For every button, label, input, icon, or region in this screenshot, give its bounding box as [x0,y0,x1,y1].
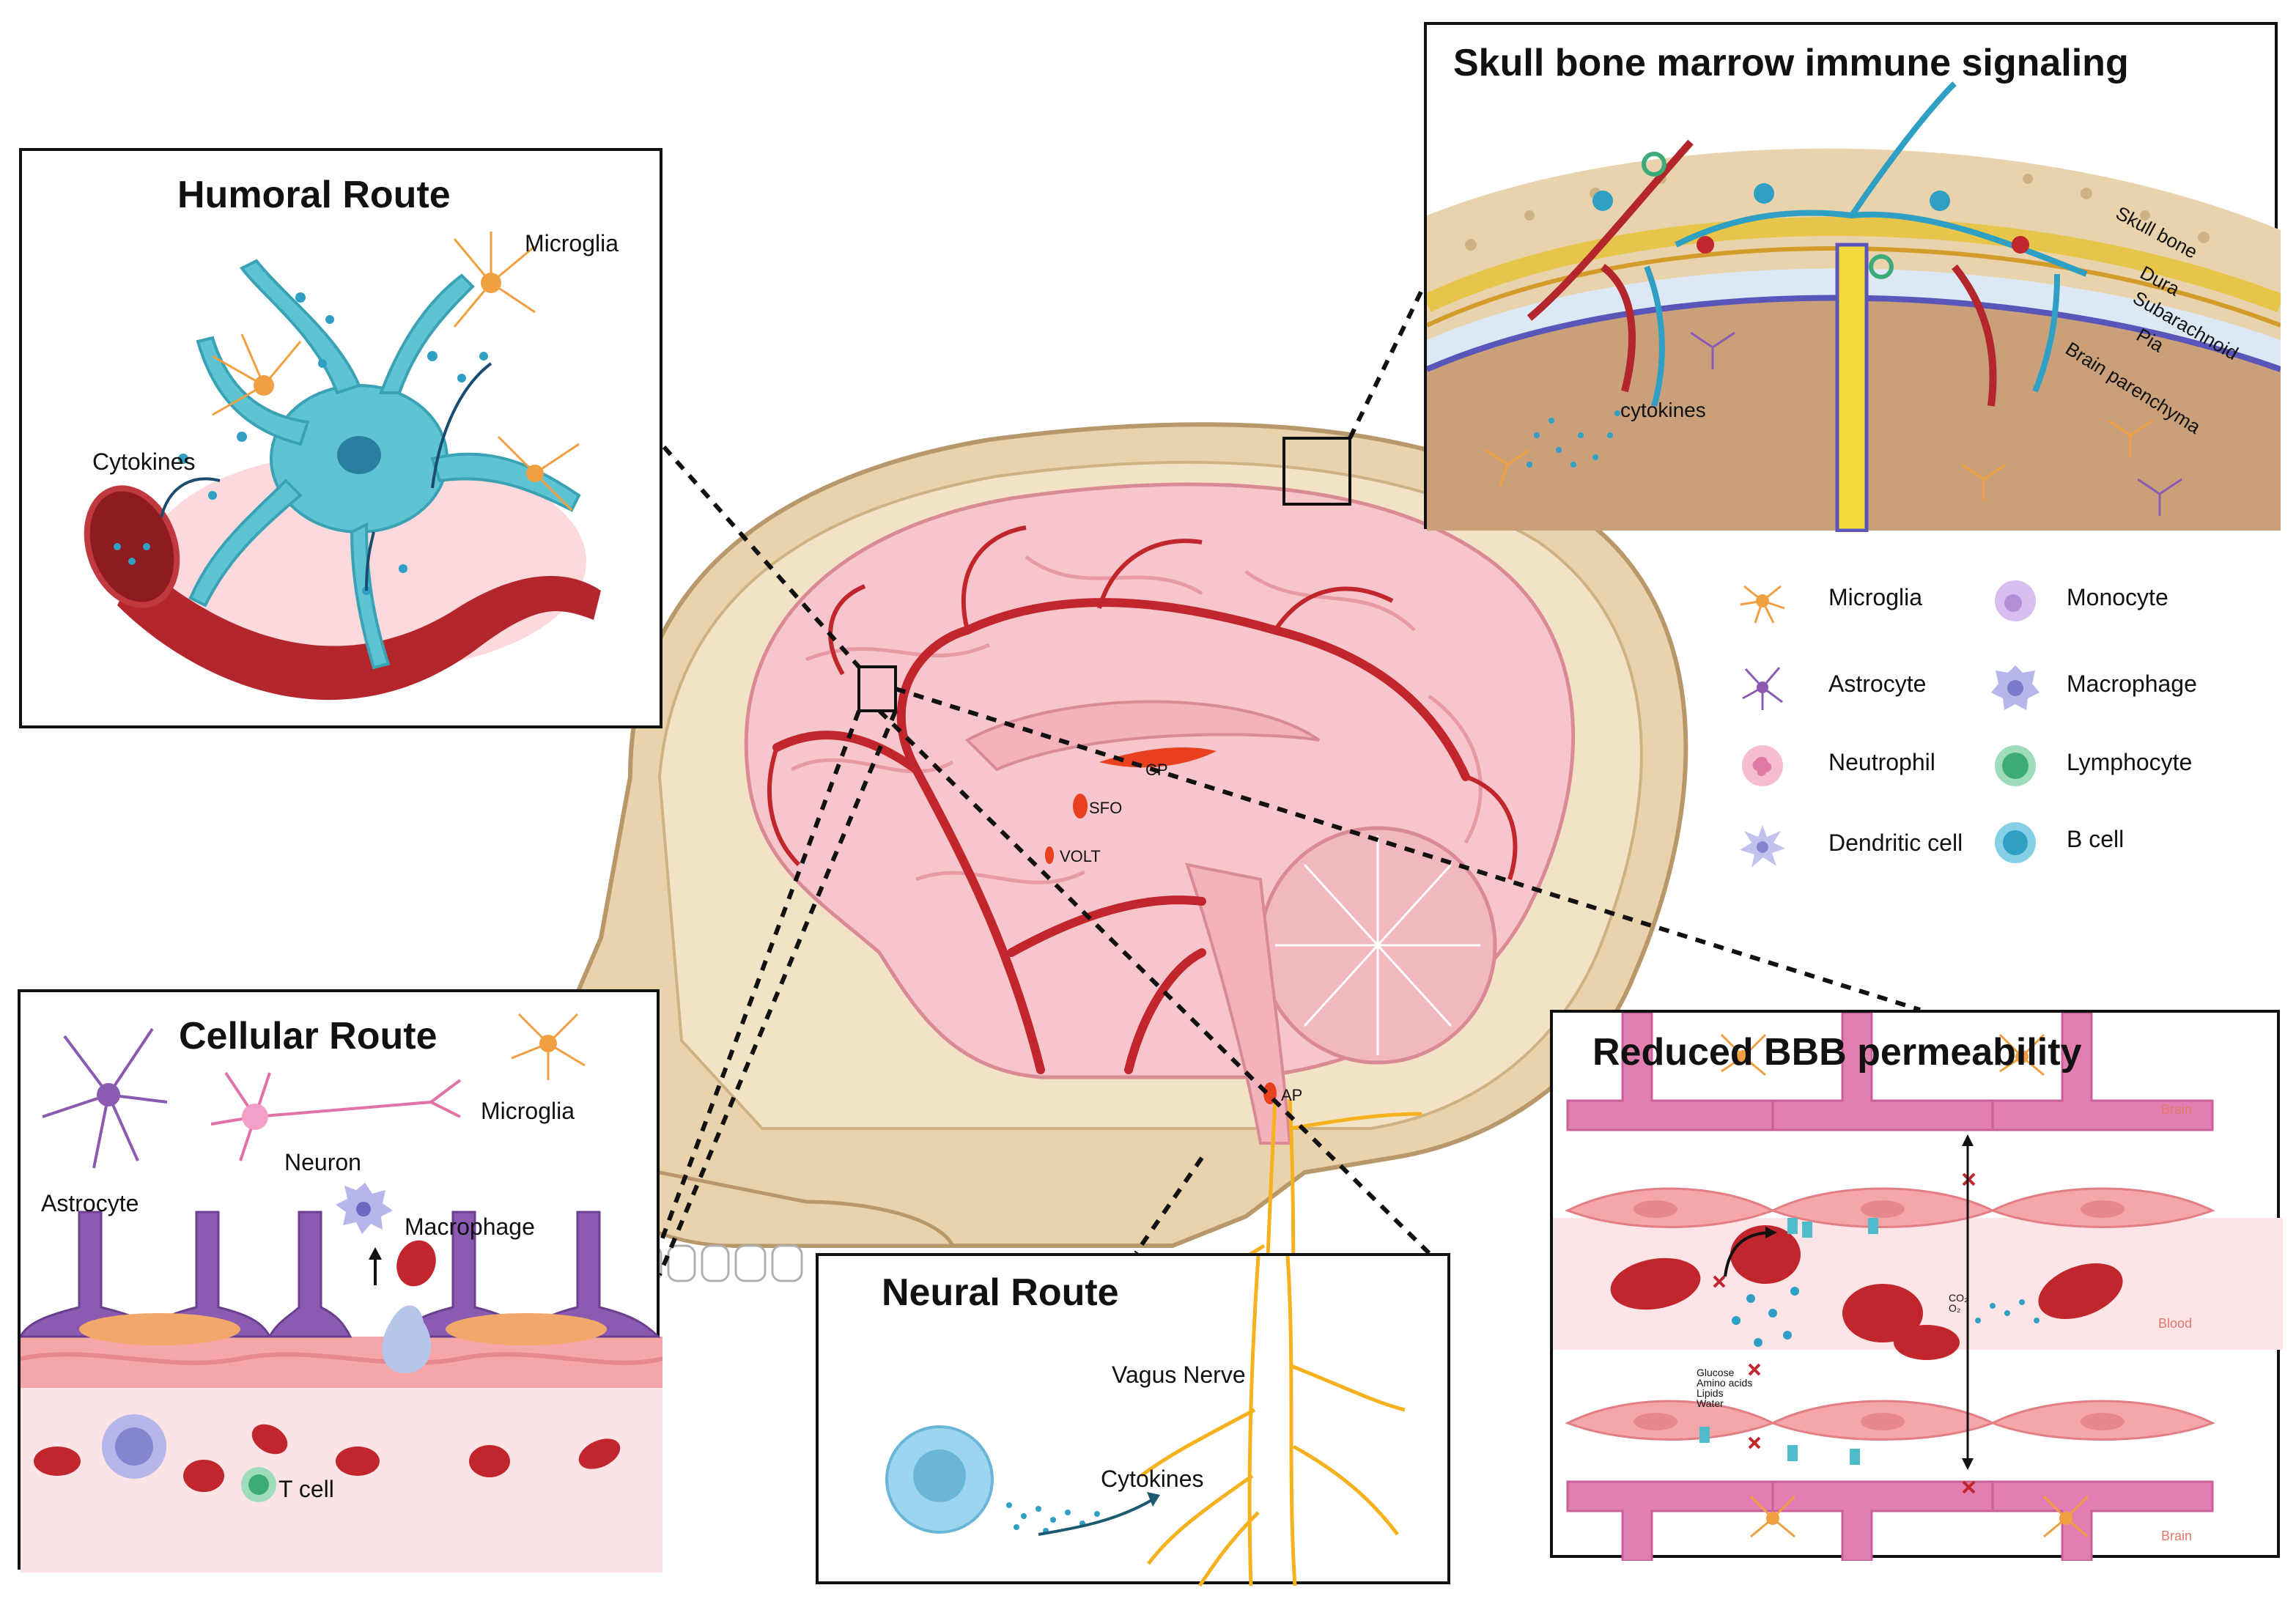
skull-marrow-illustration [1427,81,2281,532]
bbb-permeability-panel: Reduced BBB permeability Brain Blood Bra… [1550,1010,2283,1561]
bbb-title: Reduced BBB permeability [1592,1031,2082,1074]
lymphocyte-icon [1995,745,2036,786]
legend-label-dendritic-cell: Dendritic cell [1828,830,1963,856]
bbb-co2-label: CO₂ [1949,1292,1968,1304]
volt-organ [1045,846,1054,864]
astrocyte-icon [1742,667,1783,710]
monocyte-icon [1995,580,2036,621]
cellular-route-title: Cellular Route [179,1015,438,1057]
macrophage-icon [1991,665,2040,710]
corpus-callosum [964,700,1321,772]
neural-route-panel: Neural Route Vagus Nerve Cytokines [816,1253,1450,1587]
sfo-organ [1073,794,1088,819]
legend-item-microglia: Microglia [1737,575,1986,627]
neural-illustration [885,1256,1406,1587]
cellular-macrophage-label: Macrophage [405,1213,535,1240]
bbb-amino-acids-label: Amino acids [1697,1377,1753,1389]
legend-item-monocyte: Monocyte [1990,575,2239,627]
legend-label-b-cell: B cell [2067,826,2125,852]
humoral-route-panel: Humoral Route [19,148,662,728]
zoom-box-skull [1282,437,1351,506]
cellular-illustration [21,1013,662,1573]
microglia-icon [1740,585,1785,624]
cellular-astrocyte-label: Astrocyte [41,1190,139,1216]
brain-label-volt: VOLT [1060,847,1101,865]
dendritic-cell-icon [1740,825,1785,868]
legend-label-lymphocyte: Lymphocyte [2067,749,2193,775]
legend-label-astrocyte: Astrocyte [1828,670,1927,697]
skull-marrow-panel: Skull bone marrow immune signaling [1424,22,2281,532]
brain-label-sfo: SFO [1089,799,1123,817]
b-cell-icon [1995,822,2036,863]
legend-item-macrophage: Macrophage [1990,662,2253,713]
humoral-cytokines-label: Cytokines [92,448,196,475]
brain-label-ap: AP [1281,1086,1303,1104]
cellular-route-panel: Cellular Route Astrocyte Neuron Microgli… [18,989,662,1573]
bbb-glucose-label: Glucose [1697,1367,1735,1378]
bbb-brain-top-label: Brain [2161,1102,2193,1117]
skull-marrow-title: Skull bone marrow immune signaling [1453,42,2129,84]
neutrophil-icon [1742,745,1783,786]
cp-organ [1099,747,1217,768]
cellular-neuron-label: Neuron [284,1149,361,1175]
bbb-water-label: Water [1697,1397,1724,1409]
neural-route-title: Neural Route [882,1271,1119,1314]
cell-legend: Microglia Monocyte Astrocyte Macrophage … [1737,575,2264,883]
bbb-illustration [1553,1013,2283,1561]
legend-label-microglia: Microglia [1828,584,1923,610]
neural-vagus-nerve-label: Vagus Nerve [1112,1362,1246,1388]
legend-item-dendritic-cell: Dendritic cell [1737,821,1986,872]
legend-label-macrophage: Macrophage [2067,670,2197,697]
bbb-o2-label: O₂ [1949,1302,1961,1314]
humoral-microglia-label: Microglia [525,230,619,256]
legend-item-astrocyte: Astrocyte [1737,662,1986,713]
legend-label-monocyte: Monocyte [2067,584,2168,610]
bbb-brain-bottom-label: Brain [2161,1529,2193,1543]
legend-label-neutrophil: Neutrophil [1828,749,1935,775]
legend-item-neutrophil: Neutrophil [1737,740,1986,791]
neural-cytokines-label: Cytokines [1101,1466,1204,1492]
humoral-illustration [84,232,601,701]
bbb-lipids-label: Lipids [1697,1387,1724,1399]
cellular-t-cell-label: T cell [278,1476,334,1502]
legend-item-b-cell: B cell [1990,817,2253,868]
legend-item-lymphocyte: Lymphocyte [1990,740,2253,791]
cellular-microglia-label: Microglia [481,1098,575,1124]
brain-label-cp: CP [1145,761,1168,779]
bbb-blood-label: Blood [2158,1316,2193,1331]
skull-cytokines-label: cytokines [1620,399,1706,421]
humoral-route-title: Humoral Route [177,174,451,216]
